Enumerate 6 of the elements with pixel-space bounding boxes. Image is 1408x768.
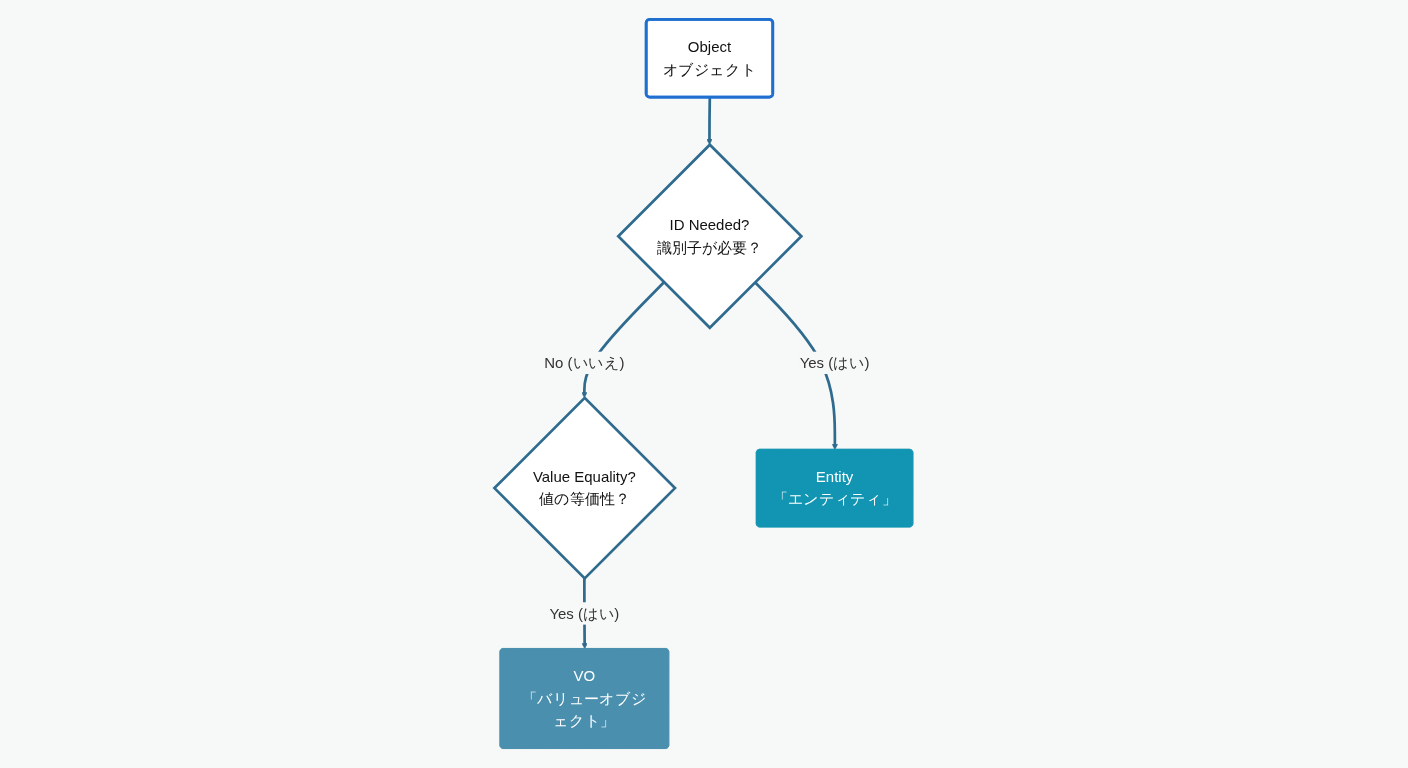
edge-label: Yes (はい)	[799, 354, 870, 372]
node-diamond: ID Needed? 識別子が必要？	[616, 142, 804, 330]
arrow	[706, 97, 713, 145]
node-diamond: Value Equality? 値の等価性？	[492, 395, 678, 581]
edge-label: No (いいえ)	[544, 354, 625, 372]
edge-label: Yes (はい)	[549, 604, 620, 622]
